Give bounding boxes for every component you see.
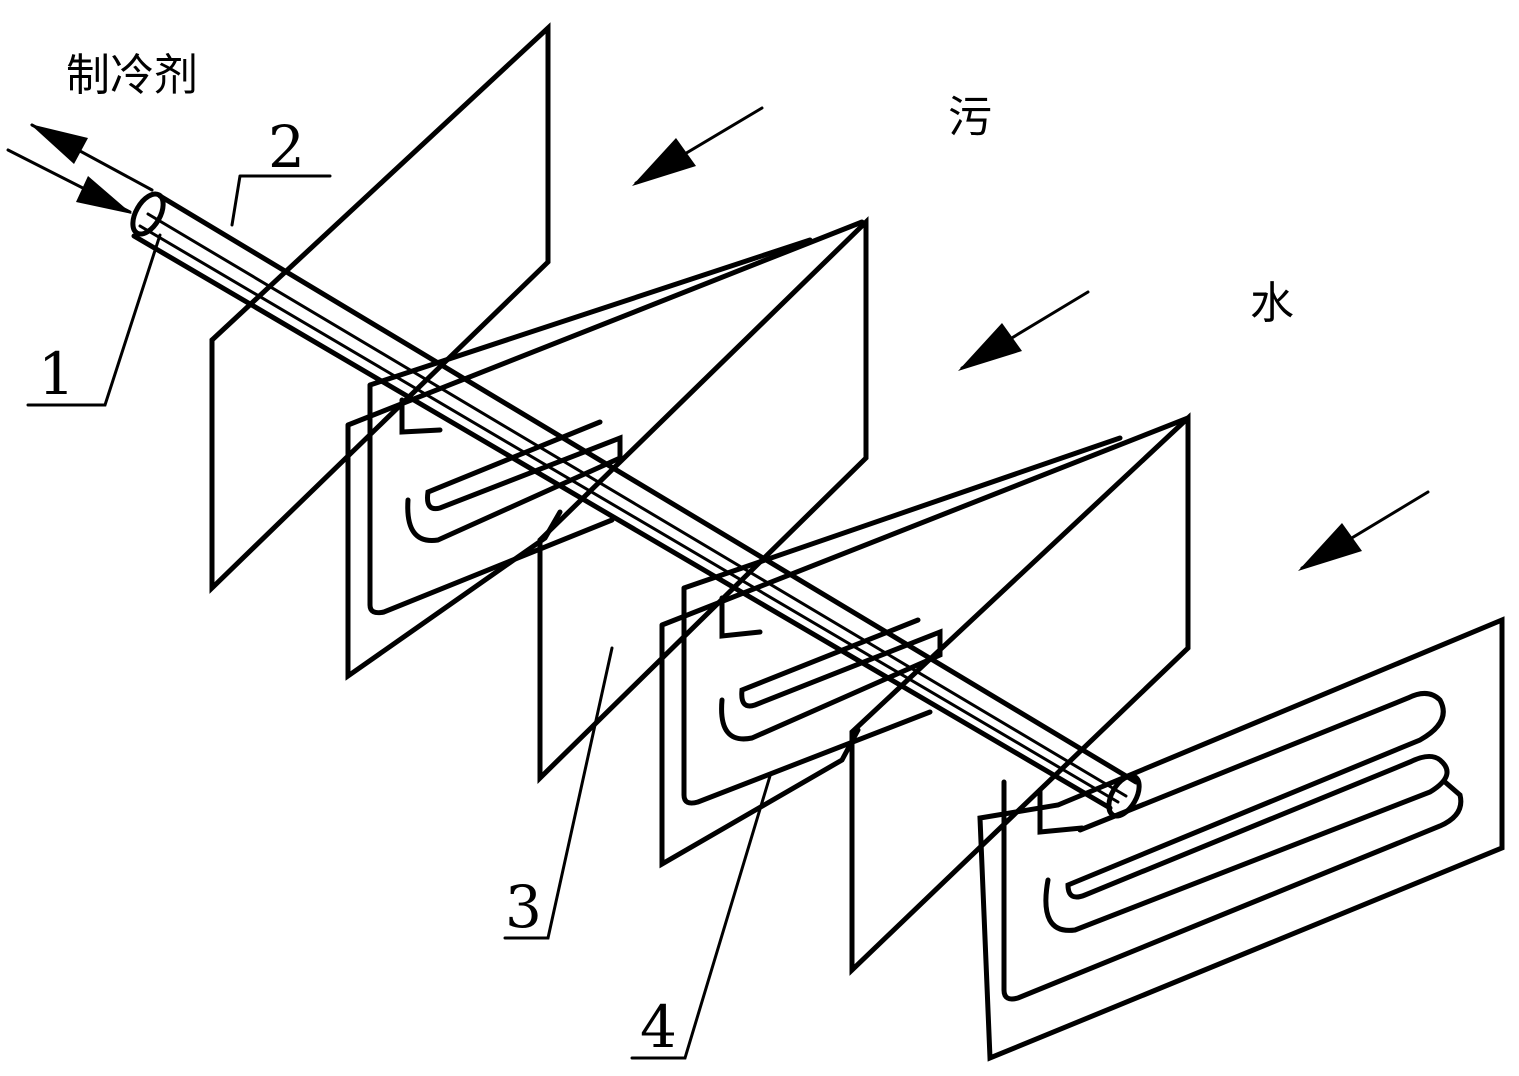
sewage-arrowhead-3 xyxy=(1298,523,1362,571)
cooling-plate-b-channel xyxy=(719,617,943,742)
main-tube xyxy=(130,191,1142,819)
refrigerant-arrows xyxy=(6,123,154,214)
outer-tube-bottom-edge xyxy=(131,233,1113,811)
sewage-arrowhead-2 xyxy=(958,323,1022,371)
inner-tube-line-1 xyxy=(146,212,1128,798)
cooling-plates xyxy=(345,219,1505,1062)
leader-line-3 xyxy=(503,646,614,940)
refrigerant-label: 制冷剂 xyxy=(66,50,198,101)
tube-end-cap-left xyxy=(130,191,166,237)
cooling-plate-b-outer-loop xyxy=(681,435,1123,806)
baffle-plate-1 xyxy=(209,22,551,594)
cooling-plate-c-inlet xyxy=(1037,787,1085,835)
part-label-4: 4 xyxy=(640,993,677,1061)
leader-line-4 xyxy=(630,774,772,1060)
leader-lines xyxy=(26,174,772,1060)
sewage-label-char1: 污 xyxy=(948,92,992,143)
baffle-plate-3 xyxy=(849,412,1191,976)
cooling-plate-c-serpentine-channel xyxy=(1043,691,1450,933)
baffle-plate-2 xyxy=(537,216,869,784)
part-label-3: 3 xyxy=(505,873,542,941)
inner-tube-line-2 xyxy=(138,224,1120,804)
sewage-flow-arrows xyxy=(632,106,1430,571)
cooling-plate-a-outline xyxy=(345,219,865,681)
sewage-label-char2: 水 xyxy=(1250,278,1294,329)
cooling-plate-a-inlet xyxy=(399,397,443,435)
refrigerant-outflow-arrowhead xyxy=(30,124,88,164)
outer-tube-top-edge xyxy=(157,193,1139,785)
cooling-plate-a-channel xyxy=(405,419,623,543)
cooling-plate-b-inlet xyxy=(719,595,763,639)
leader-line-1 xyxy=(26,233,162,407)
refrigerant-inflow-arrowhead xyxy=(76,176,132,214)
leader-line-2 xyxy=(230,174,332,227)
part-label-2: 2 xyxy=(268,113,305,181)
cooling-plate-a-outer-loop xyxy=(367,237,813,616)
cooling-plate-c-outline xyxy=(977,616,1505,1062)
cooling-plate-c-outer-loop xyxy=(1001,779,1464,1002)
baffle-plates xyxy=(209,22,1191,976)
sewage-arrowhead-1 xyxy=(632,138,696,186)
part-label-1: 1 xyxy=(38,340,75,408)
tube-end-cap-right xyxy=(1106,773,1142,819)
